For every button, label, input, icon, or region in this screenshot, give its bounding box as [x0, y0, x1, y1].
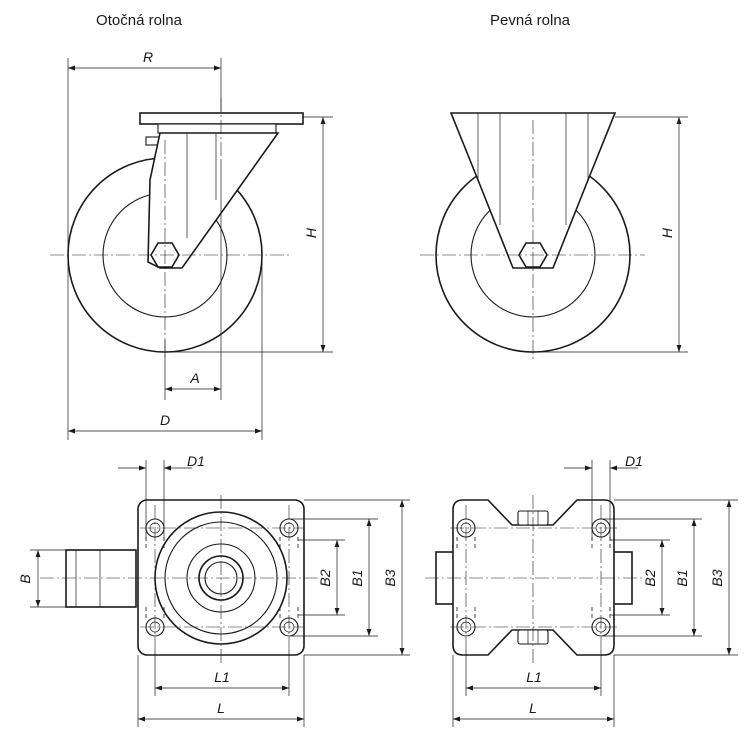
dim-label-B3-fixed: B3 [709, 569, 725, 586]
swivel-side-dimensions: R H A D [67, 49, 333, 440]
dim-label-A: A [189, 370, 199, 386]
dim-label-B2-swivel: B2 [317, 569, 333, 586]
swivel-top-wheel-projection [65, 549, 137, 608]
fixed-top-dimensions: D1 B2 B1 B3 L1 L [452, 453, 738, 727]
dim-label-L-fixed: L [529, 700, 537, 716]
dim-label-L-swivel: L [217, 700, 225, 716]
swivel-castor-side-view [50, 98, 304, 360]
dim-label-H-fixed: H [659, 227, 675, 238]
dim-label-D: D [160, 412, 170, 428]
dim-label-B3-swivel: B3 [382, 569, 398, 586]
swivel-fork [147, 132, 280, 269]
dim-label-D1-fixed: D1 [625, 453, 643, 469]
dim-label-B2-fixed: B2 [642, 569, 658, 586]
dim-label-B: B [17, 574, 33, 583]
fixed-castor-title: Pevná rolna [490, 12, 571, 29]
swivel-castor-top-view [40, 495, 320, 665]
dim-label-D1-swivel: D1 [187, 453, 205, 469]
dim-label-B1-swivel: B1 [349, 569, 365, 586]
swivel-top-plate [139, 112, 304, 125]
dim-label-R: R [143, 49, 153, 65]
swivel-castor-title: Otočná rolna [96, 12, 183, 29]
dim-label-H-swivel: H [303, 227, 319, 238]
dim-label-B1-fixed: B1 [674, 569, 690, 586]
fixed-side-dimensions: H [533, 116, 688, 353]
dim-label-L1-fixed: L1 [526, 669, 542, 685]
dim-label-L1-swivel: L1 [214, 669, 230, 685]
swivel-bearing-ring [157, 123, 277, 134]
fixed-castor-side-view [420, 112, 645, 360]
fixed-top-plate-outline [452, 499, 615, 656]
fixed-castor-top-view [425, 495, 645, 665]
swivel-top-dimensions: D1 B B2 B1 B3 L1 L [17, 453, 410, 727]
